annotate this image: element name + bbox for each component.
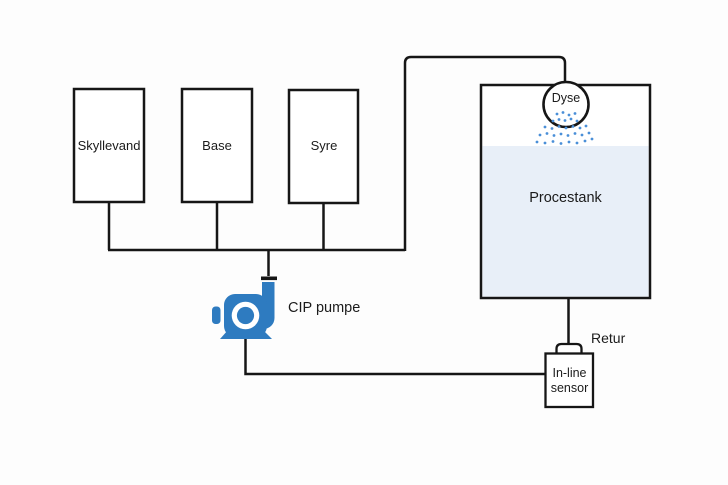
return-line-label: Retur [591,330,626,346]
sensor-box [544,352,595,409]
nozzle-label: Dyse [551,91,581,105]
tank-base-label: Base [202,138,232,153]
sensor-label-line2: sensor [550,380,589,395]
tank-syre-label: Syre [310,138,338,153]
tank-base [180,87,254,204]
supply-pipes [107,55,567,276]
sensor-label-line1: In-line [552,365,587,380]
pump-icon [212,282,275,339]
tank-skyllevand [72,87,146,204]
pump-outlet-pipe [244,336,547,376]
sensor-label: In-line sensor [546,354,593,407]
liquid-fill [482,146,649,297]
spray-dots-icon [535,111,594,145]
pump-label: CIP pumpe [288,300,361,316]
sensor-cap [555,342,583,354]
tank-skyllevand-label: Skyllevand [77,138,141,153]
process-tank-label: Procestank [529,190,602,206]
tank-syre [287,88,360,205]
